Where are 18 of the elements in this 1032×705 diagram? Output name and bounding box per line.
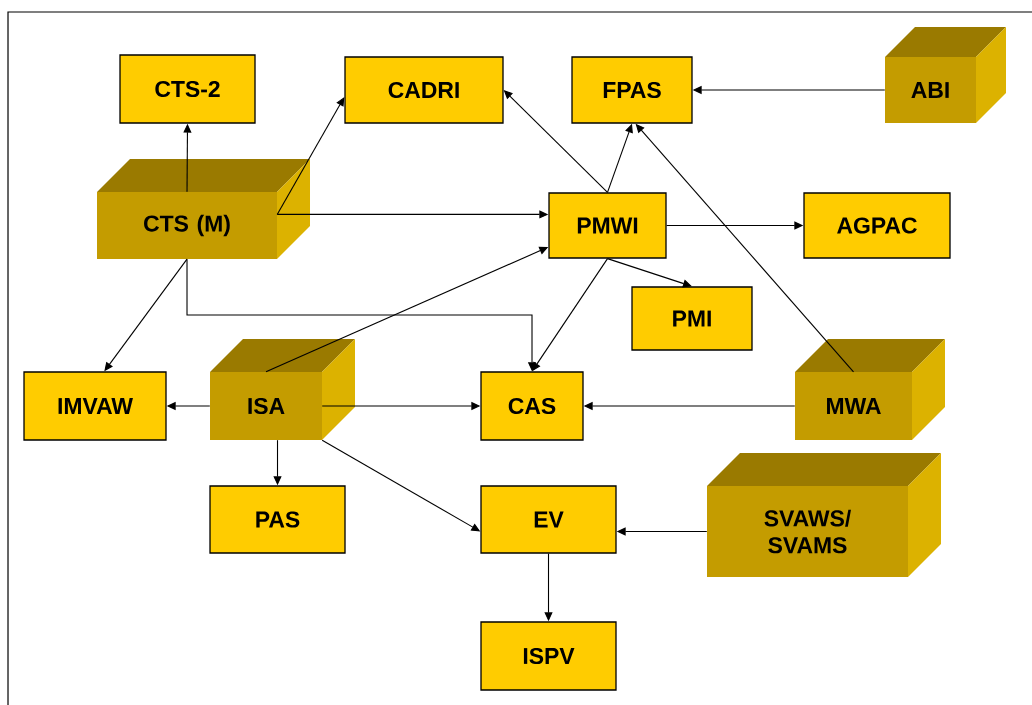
cube-box: CTS (M) [97,159,310,259]
process-box: CAS [480,371,584,441]
cube-box: MWA [795,339,945,440]
process-box: ISPV [480,621,617,691]
cube-box: ABI [885,27,1006,123]
process-box: CADRI [344,56,504,124]
process-box: AGPAC [803,192,951,259]
process-box: PMWI [548,192,667,259]
process-box: PAS [209,485,346,554]
process-box: FPAS [571,56,693,124]
process-box: IMVAW [23,371,167,441]
cube-box: ISA [210,339,355,440]
cube-box: SVAWS/ SVAMS [707,453,941,577]
process-box: CTS-2 [119,54,256,124]
arrow [276,97,345,215]
arrow [606,258,692,288]
process-box: PMI [631,286,753,351]
process-box: EV [480,485,617,554]
